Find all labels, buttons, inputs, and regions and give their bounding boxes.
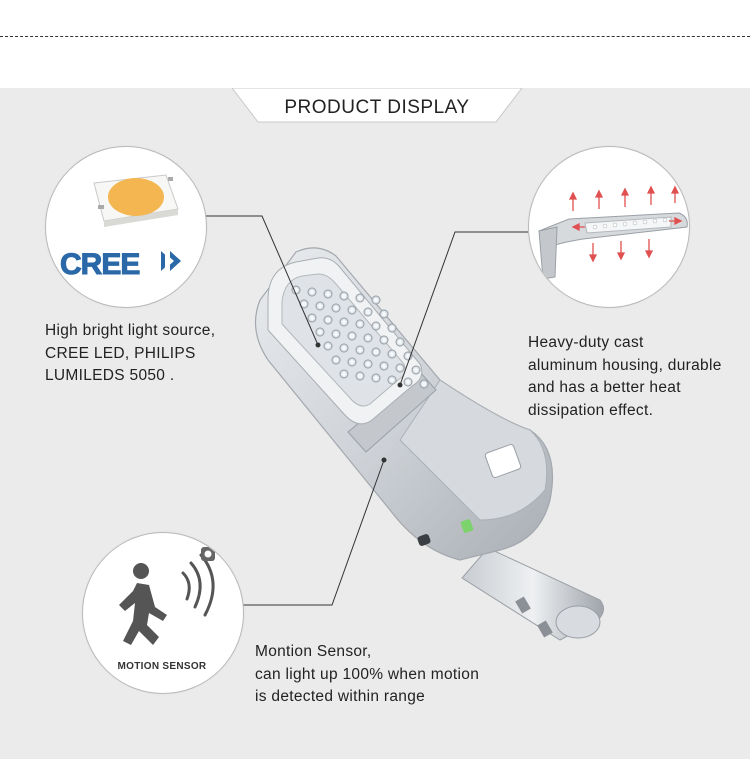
motion-sensor-label: MOTION SENSOR — [117, 661, 207, 672]
description-line: and has a better heat — [528, 379, 681, 396]
header-tab-shape — [231, 88, 523, 123]
motion-sensor-description: Montion Sensor, can light up 100% when m… — [255, 641, 535, 709]
description-line: LUMILEDS 5050 . — [45, 367, 175, 384]
light-source-description: High bright light source, CREE LED, PHIL… — [45, 320, 275, 388]
description-line: CREE LED, PHILIPS — [45, 344, 196, 362]
motion-sensor-callout — [82, 532, 244, 694]
page-title: PRODUCT DISPLAY — [284, 97, 470, 118]
top-dashed-divider — [0, 36, 750, 37]
description-line: Heavy-duty cast — [528, 334, 644, 351]
description-line: High bright light source, — [45, 322, 216, 339]
description-line: dissipation effect. — [528, 401, 654, 419]
housing-callout — [528, 146, 690, 308]
description-line: is detected within range — [255, 688, 426, 705]
description-line: Montion Sensor, — [255, 643, 372, 660]
housing-description: Heavy-duty cast aluminum housing, durabl… — [528, 332, 750, 422]
description-line: can light up 100% when motion — [255, 665, 480, 683]
led-chip-illustration — [93, 174, 181, 271]
cree-led-callout — [45, 146, 207, 308]
motion-sensor-icon — [119, 547, 215, 645]
cree-brand-logo: CREE — [59, 248, 140, 282]
heat-dissipation-illustration — [538, 185, 688, 280]
description-line: aluminum housing, durable — [528, 356, 722, 374]
